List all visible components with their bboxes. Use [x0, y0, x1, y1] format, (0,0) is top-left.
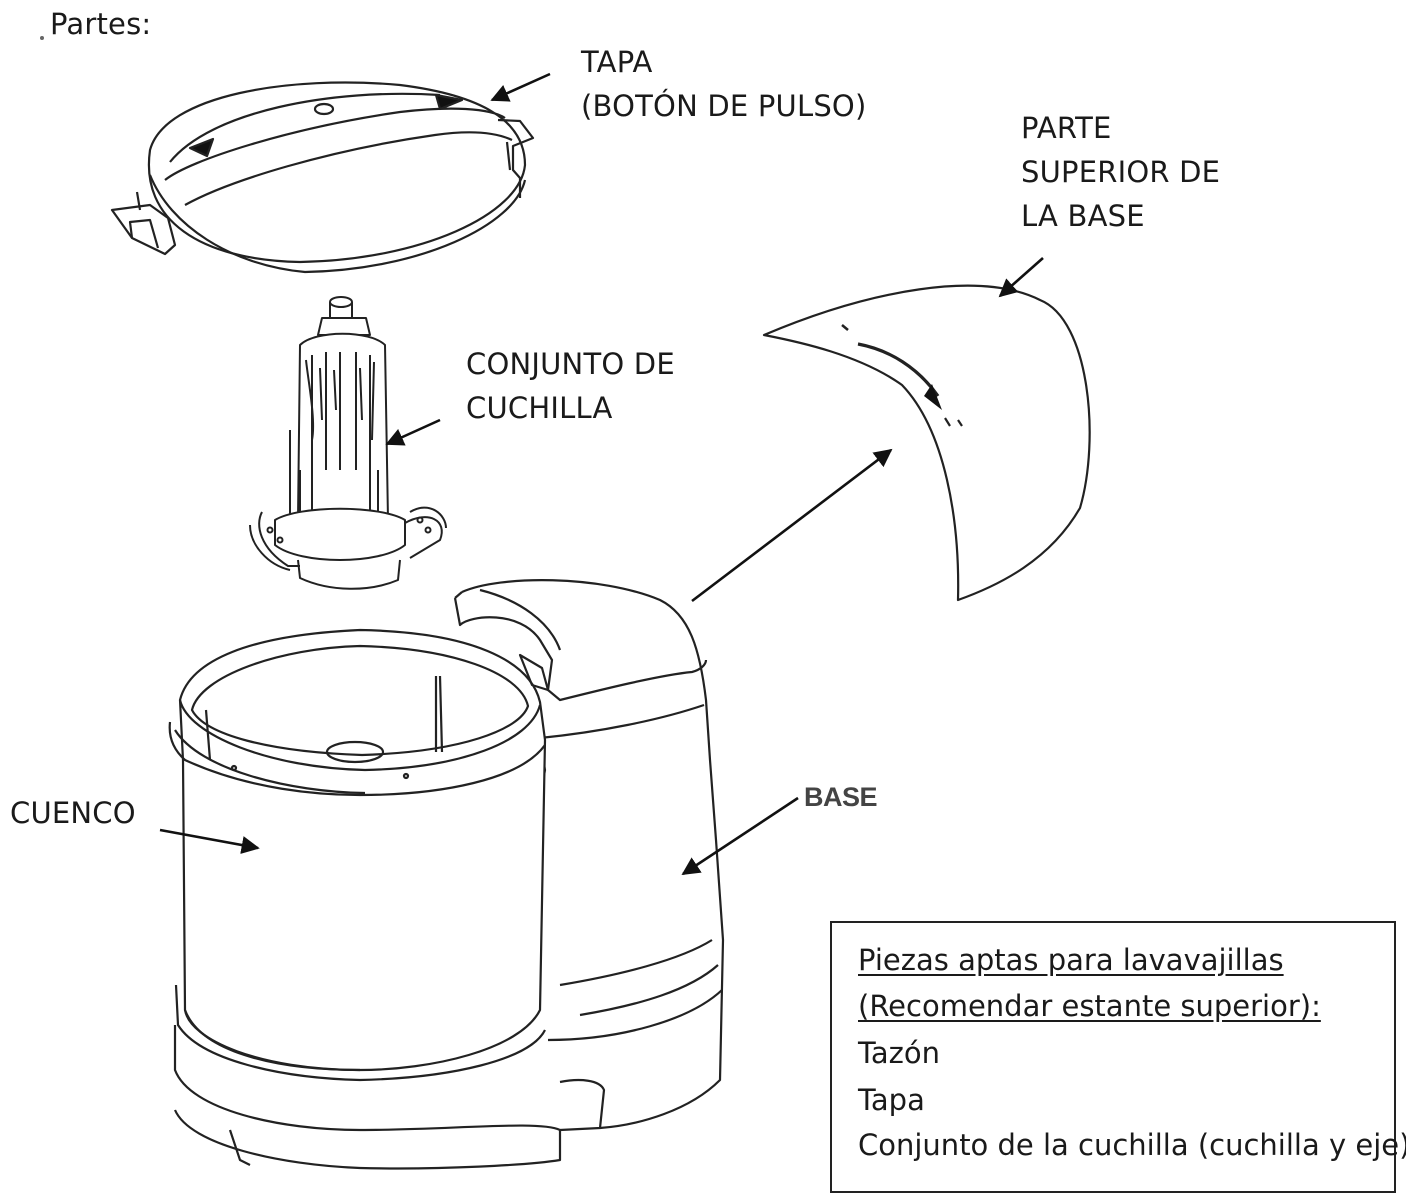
dishwasher-item: Conjunto de la cuchilla (cuchilla y eje) — [858, 1128, 1406, 1162]
lid-label-line-1: TAPA — [581, 45, 653, 79]
base-top-label-line-3: LA BASE — [1021, 199, 1145, 233]
base-top-label-line-2: SUPERIOR DE — [1021, 155, 1221, 189]
dishwasher-item: Tazón — [858, 1036, 941, 1070]
base-top-label-line-1: PARTE — [1021, 111, 1112, 145]
arrow-base-top — [998, 257, 1044, 298]
blade-assembly-label: CONJUNTO DE CUCHILLA — [466, 342, 675, 430]
bowl-label: CUENCO — [10, 796, 136, 830]
page-title: Partes: — [50, 7, 152, 41]
dishwasher-heading-2: (Recomendar estante superior): — [858, 989, 1321, 1023]
base-top-label: PARTE SUPERIOR DE LA BASE — [1021, 106, 1220, 238]
speck — [40, 36, 44, 40]
lid-label: TAPA (BOTÓN DE PULSO) — [581, 40, 866, 128]
lid-label-line-2: (BOTÓN DE PULSO) — [581, 89, 867, 123]
callout-arrows — [159, 72, 1044, 876]
dishwasher-heading-1: Piezas aptas para lavavajillas — [858, 943, 1284, 977]
blade-assembly-label-line-1: CONJUNTO DE — [466, 347, 675, 381]
base-top-drawing — [762, 284, 1091, 602]
bowl-drawing — [168, 628, 562, 1170]
arrow-base-top-removal — [691, 448, 893, 603]
lid-drawing — [110, 81, 535, 274]
arrow-bowl — [159, 828, 260, 854]
blade-assembly-drawing — [249, 296, 447, 590]
arrow-base — [681, 796, 799, 876]
dishwasher-safe-box: Piezas aptas para lavavajillas (Recomend… — [830, 921, 1406, 1193]
dishwasher-item: Tapa — [858, 1083, 925, 1117]
base-label: BASE — [804, 782, 878, 812]
arrow-blade-assembly — [385, 418, 441, 446]
blade-assembly-label-line-2: CUCHILLA — [466, 391, 613, 425]
arrow-lid — [490, 72, 551, 102]
